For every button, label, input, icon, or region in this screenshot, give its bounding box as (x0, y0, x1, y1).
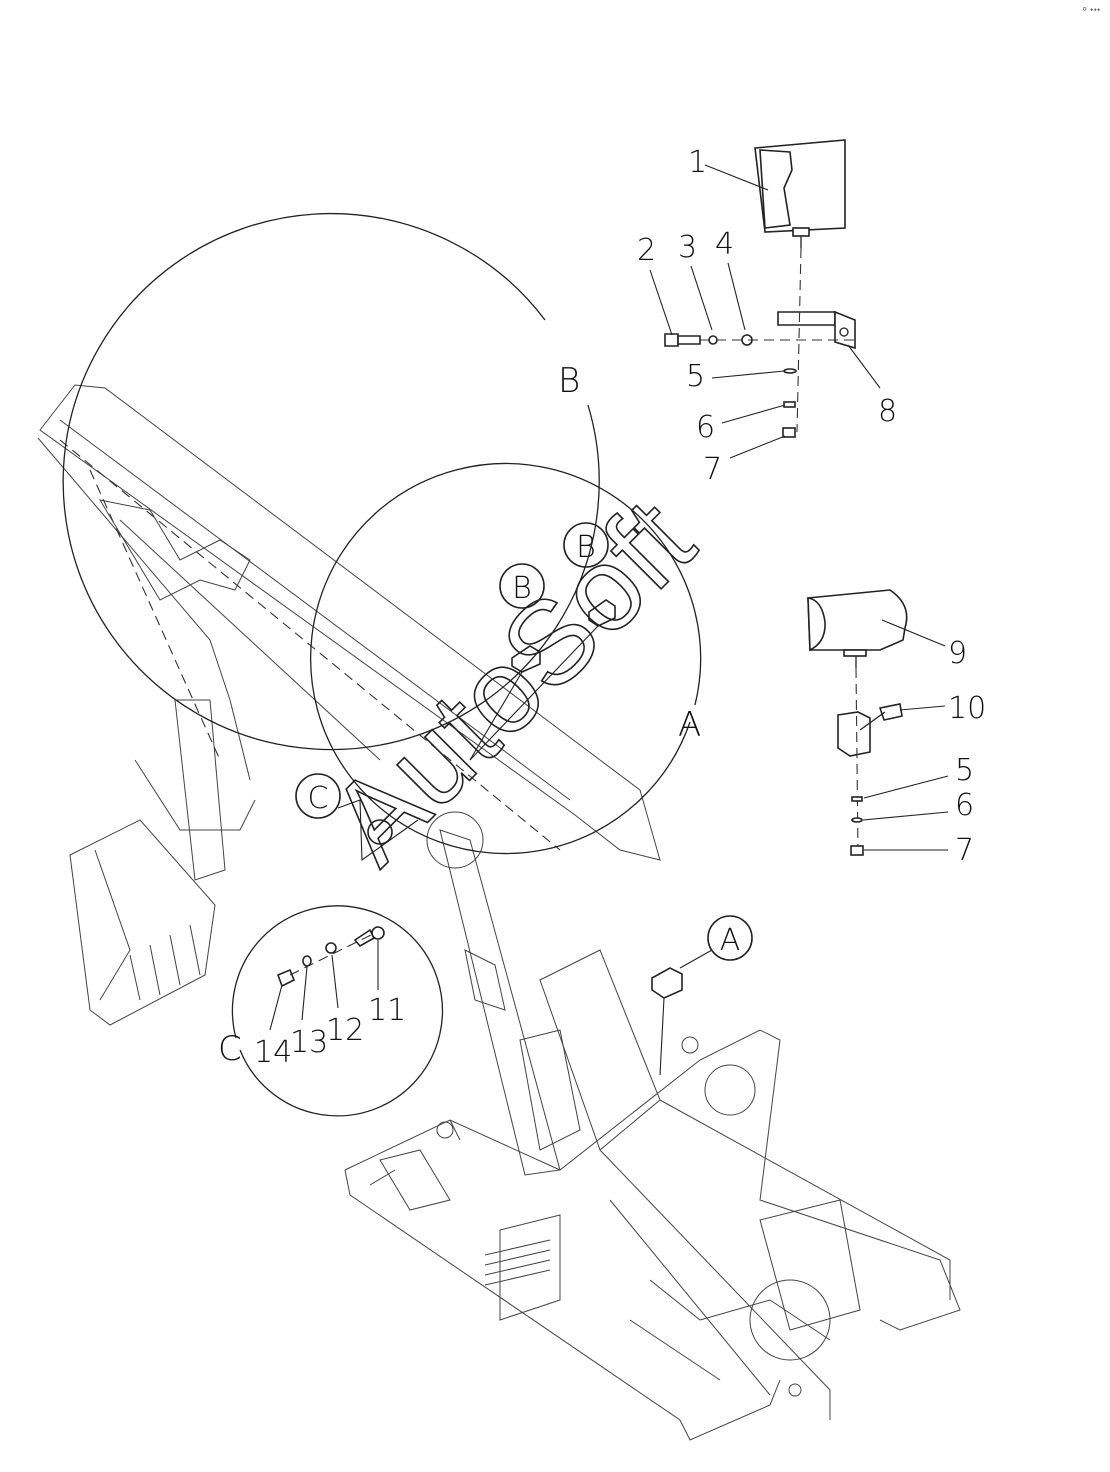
svg-text:14: 14 (254, 1035, 292, 1070)
svg-text:A: A (678, 705, 701, 745)
terminal-marker-c: C (295, 773, 419, 862)
svg-text:12: 12 (326, 1013, 364, 1048)
lamp-marker-b1: B (469, 563, 545, 761)
svg-text:C: C (308, 781, 329, 816)
mounting-bracket-part-8 (777, 311, 836, 326)
detail-view-b: B 1 2 3 4 5 6 (62, 139, 897, 751)
svg-text:11: 11 (368, 993, 406, 1028)
work-lamp-part-1 (754, 139, 846, 248)
svg-text:7: 7 (703, 452, 722, 487)
detail-view-c: C 14 13 12 11 (218, 905, 444, 1117)
svg-text:2: 2 (637, 233, 656, 268)
corner-mark: ⸰ ˖˖˖ (1082, 5, 1101, 15)
svg-text:9: 9 (948, 636, 967, 671)
svg-text:B: B (512, 571, 532, 606)
svg-text:4: 4 (715, 227, 734, 262)
svg-text:AutoSoft: AutoSoft (305, 475, 718, 888)
svg-text:8: 8 (878, 394, 897, 429)
svg-text:B: B (558, 361, 580, 401)
cable-terminal-part-11 (353, 926, 385, 948)
svg-text:A: A (720, 923, 741, 958)
svg-text:13: 13 (290, 1025, 328, 1060)
svg-text:5: 5 (686, 359, 705, 394)
watermark: AutoSoft (304, 474, 719, 889)
svg-text:1: 1 (688, 145, 707, 180)
work-lamp-part-9 (807, 589, 908, 668)
svg-text:C: C (218, 1029, 242, 1069)
excavator-drawing (37, 384, 961, 1441)
svg-text:5: 5 (955, 753, 974, 788)
svg-text:7: 7 (955, 833, 974, 868)
lamp-marker-a: A (651, 915, 753, 1076)
lamp-marker-b2: B (469, 522, 616, 761)
svg-text:6: 6 (955, 788, 974, 823)
bracket-part-10 (837, 703, 903, 757)
svg-text:3: 3 (678, 230, 697, 265)
svg-text:B: B (576, 530, 596, 565)
svg-text:6: 6 (696, 410, 715, 445)
detail-view-a: A 9 10 5 6 7 (309, 462, 986, 868)
svg-text:10: 10 (948, 691, 986, 726)
